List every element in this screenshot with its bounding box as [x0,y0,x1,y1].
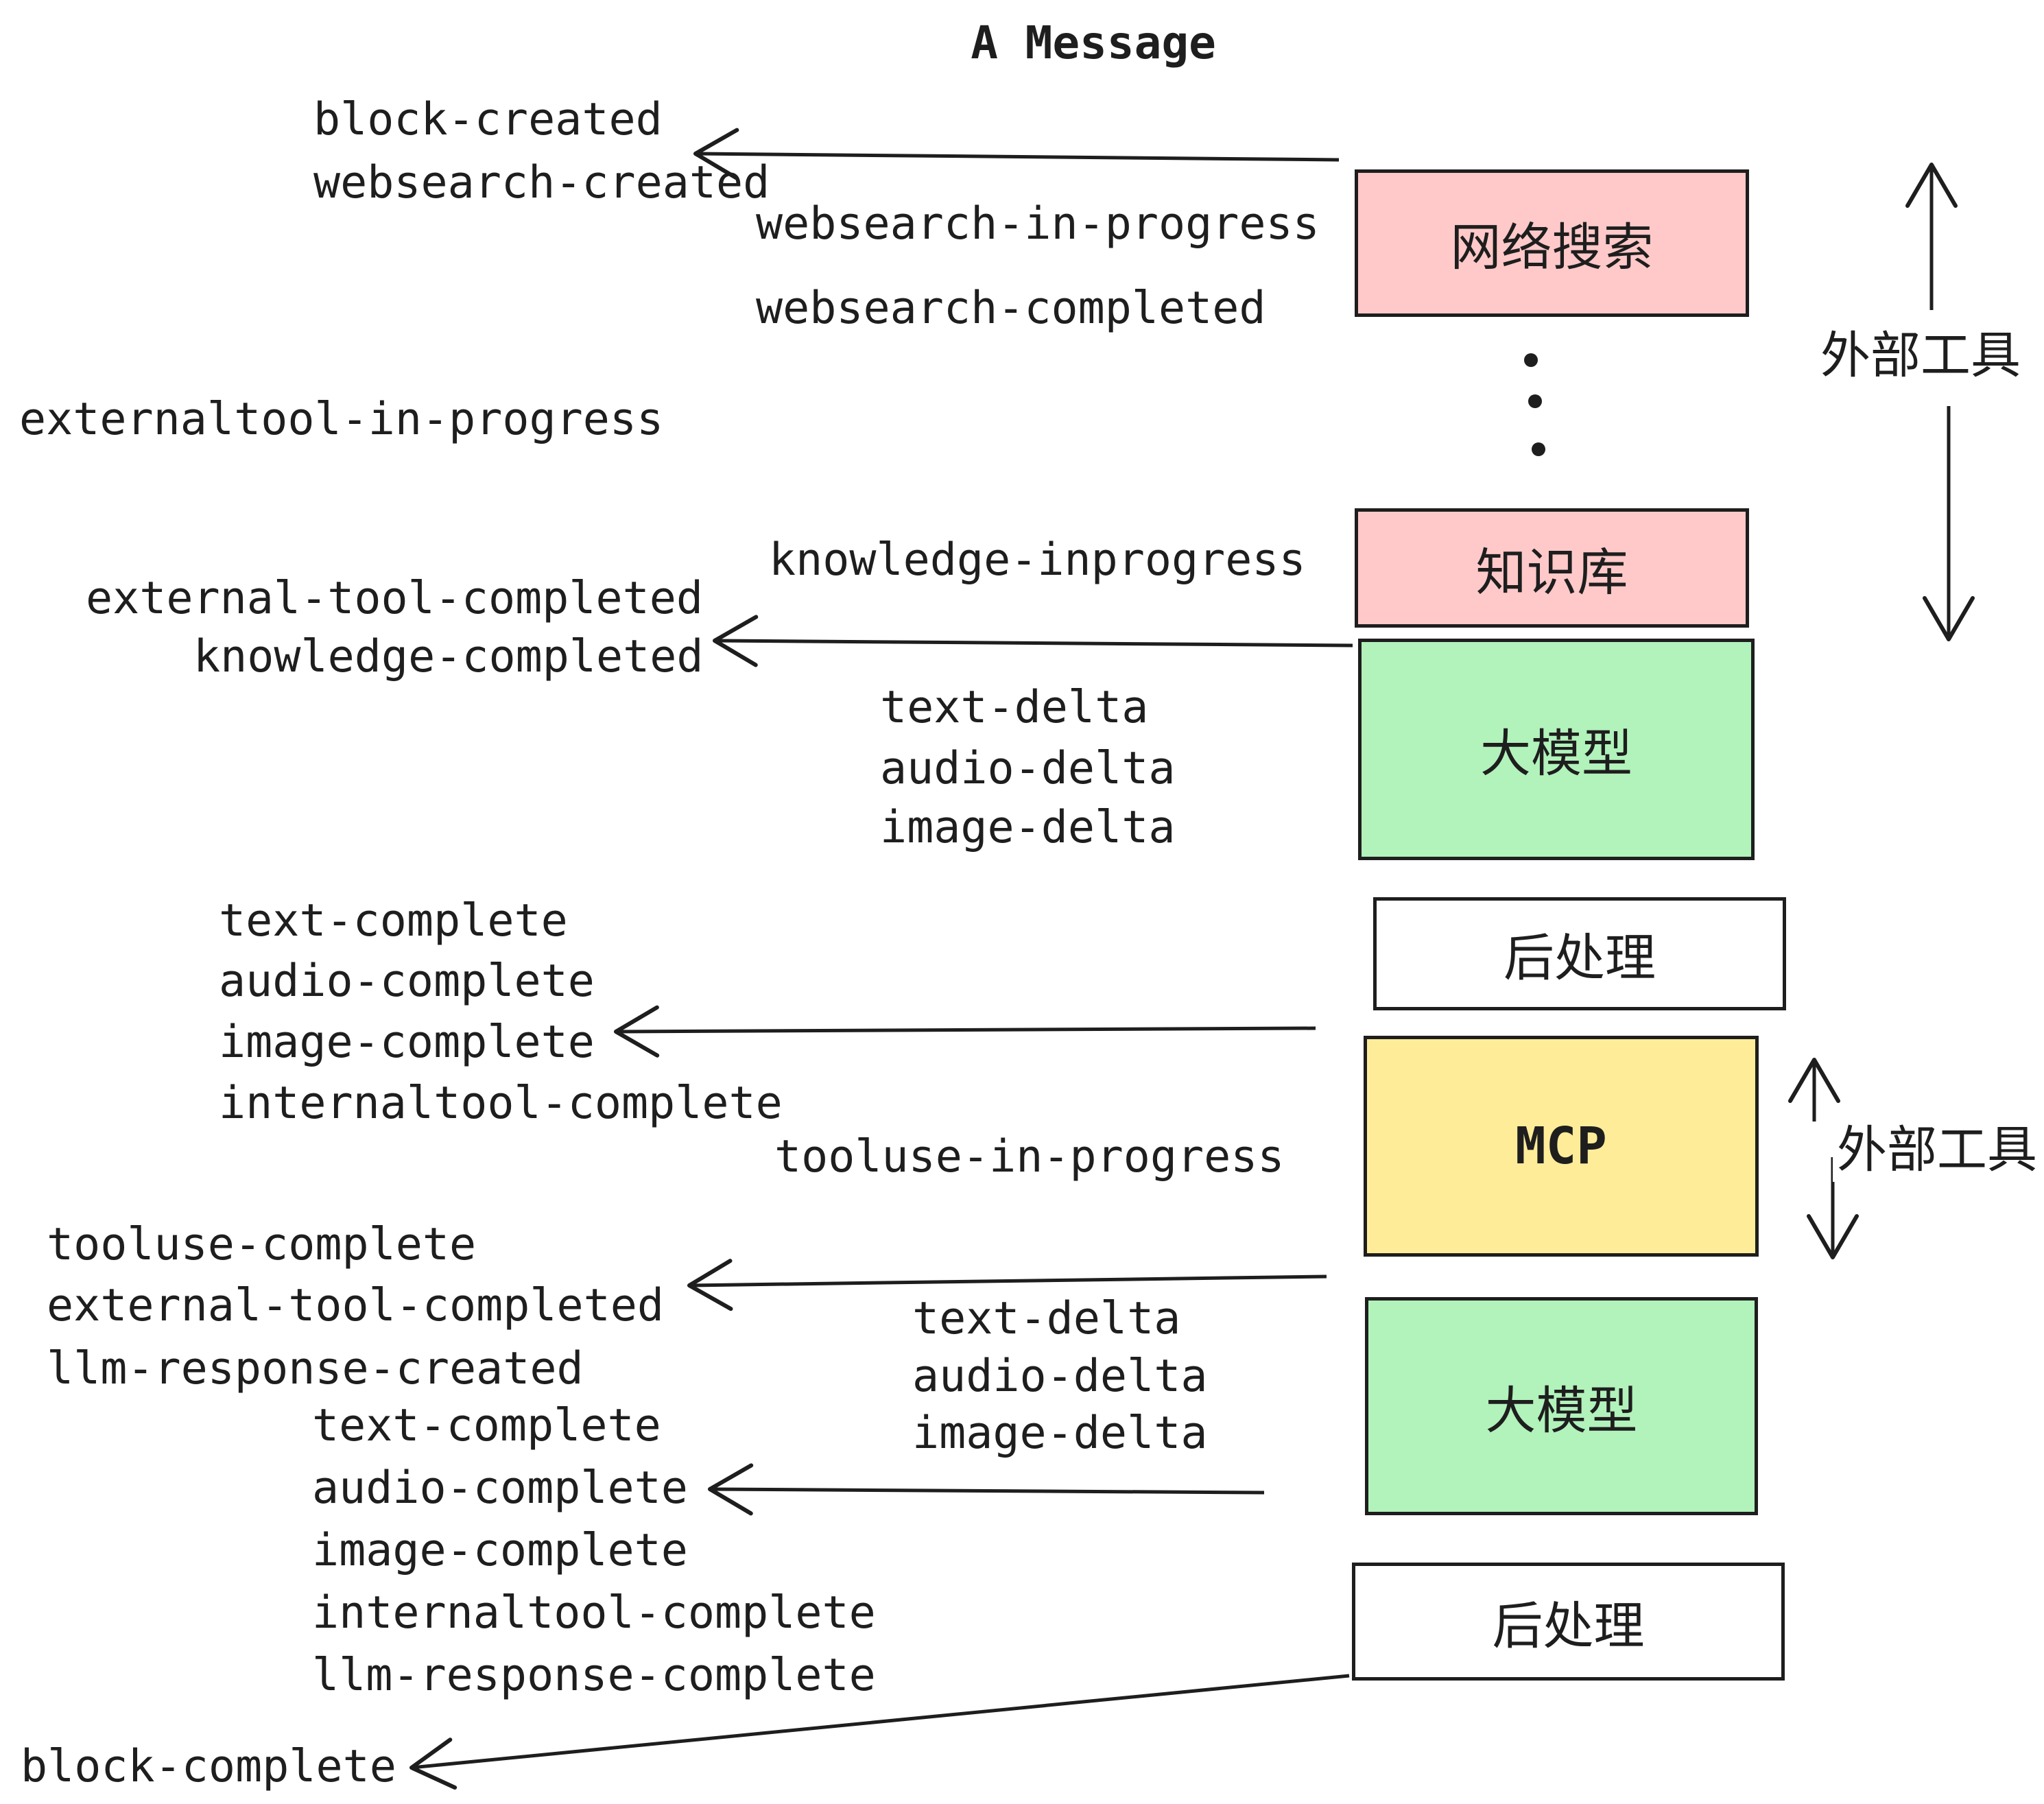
event-llm-response-complete: llm-response-complete [312,1649,876,1701]
box-websearch: 网络搜索 [1355,169,1749,317]
event-image-delta-2: image-delta [912,1407,1208,1459]
event-knowledge-completed: knowledge-completed [193,630,704,683]
diagram-title: A Message [971,16,1216,69]
arrow-to-block-complete [409,1674,1350,1790]
box-mcp-label: MCP [1515,1117,1607,1176]
box-llm-label: 大模型 [1480,724,1632,783]
event-text-delta-1: text-delta [880,681,1149,733]
event-image-complete-2: image-complete [312,1524,688,1576]
box-llm-label: 大模型 [1485,1381,1638,1440]
box-knowledge-label: 知识库 [1475,543,1628,602]
box-postprocess-2: 后处理 [1352,1563,1785,1681]
event-image-complete-1: image-complete [219,1016,595,1068]
event-audio-complete-1: audio-complete [219,955,595,1007]
event-audio-delta-1: audio-delta [880,742,1176,794]
event-internaltool-complete-2: internaltool-complete [312,1587,876,1639]
ellipsis-dot [1532,442,1545,456]
box-llm-1: 大模型 [1358,639,1755,860]
box-postprocess-1: 后处理 [1373,897,1786,1010]
arrow-to-websearch-created [693,128,1340,180]
event-block-complete: block-complete [21,1740,396,1792]
event-text-complete-1: text-complete [219,894,568,947]
external-tools-label-1: 外部工具 [1816,315,2025,388]
arrow-to-image-complete [614,1005,1316,1058]
event-image-delta-1: image-delta [880,801,1176,853]
external-tools-label-2: 外部工具 [1833,1109,2041,1182]
event-block-created: block-created [313,93,663,145]
event-external-tool-completed-2: external-tool-completed [47,1279,665,1331]
event-llm-response-created: llm-response-created [47,1342,584,1394]
event-websearch-completed: websearch-completed [756,282,1266,334]
event-internaltool-complete-1: internaltool-complete [219,1077,783,1129]
ellipsis-dot [1524,353,1538,367]
event-external-tool-completed-1: external-tool-completed [86,572,704,624]
event-websearch-in-progress: websearch-in-progress [756,198,1320,250]
event-externaltool-in-progress: externaltool-in-progress [19,393,664,445]
event-text-complete-2: text-complete [312,1399,661,1451]
arrow-to-knowledge-completed [713,615,1353,667]
event-audio-delta-2: audio-delta [912,1350,1208,1402]
event-tooluse-complete: tooluse-complete [47,1218,477,1270]
event-knowledge-inprogress: knowledge-inprogress [769,534,1306,586]
event-tooluse-in-progress: tooluse-in-progress [774,1130,1285,1183]
box-postprocess-label: 后处理 [1504,929,1656,988]
event-text-delta-2: text-delta [912,1292,1181,1344]
event-websearch-created: websearch-created [313,156,770,209]
box-mcp: MCP [1364,1036,1759,1257]
box-llm-2: 大模型 [1365,1297,1758,1515]
arrow-to-tooluse-complete [687,1259,1327,1312]
box-websearch-label: 网络搜索 [1450,218,1654,277]
box-knowledge: 知识库 [1355,508,1749,628]
ellipsis-dot [1528,394,1542,408]
box-postprocess-label: 后处理 [1492,1596,1645,1656]
event-audio-complete-2: audio-complete [312,1462,688,1514]
arrow-to-audio-complete [708,1463,1265,1516]
